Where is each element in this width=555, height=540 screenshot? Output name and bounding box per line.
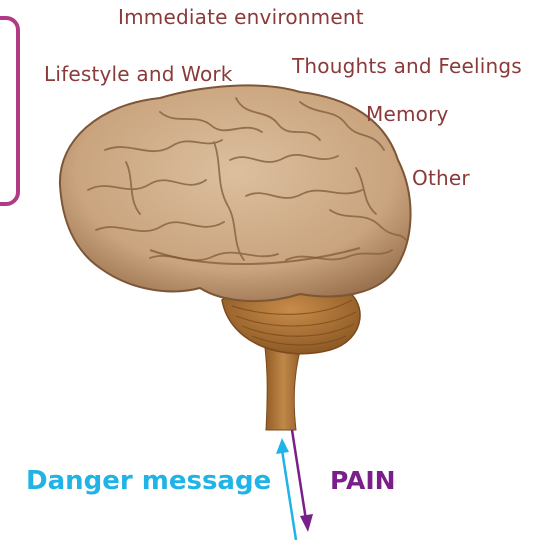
danger-message-line (282, 450, 296, 540)
label-memory: Memory (366, 102, 449, 126)
label-other: Other (412, 166, 470, 190)
pain-arrow-head (300, 514, 313, 532)
danger-message-label: Danger message (26, 466, 271, 496)
pain-label: PAIN (330, 466, 396, 495)
danger-arrow-head (276, 438, 289, 454)
label-immediate-environment: Immediate environment (118, 5, 364, 29)
pain-line (292, 430, 306, 520)
label-thoughts-and-feelings: Thoughts and Feelings (292, 54, 522, 78)
cerebrum (60, 85, 411, 301)
label-lifestyle-and-work: Lifestyle and Work (44, 62, 233, 86)
